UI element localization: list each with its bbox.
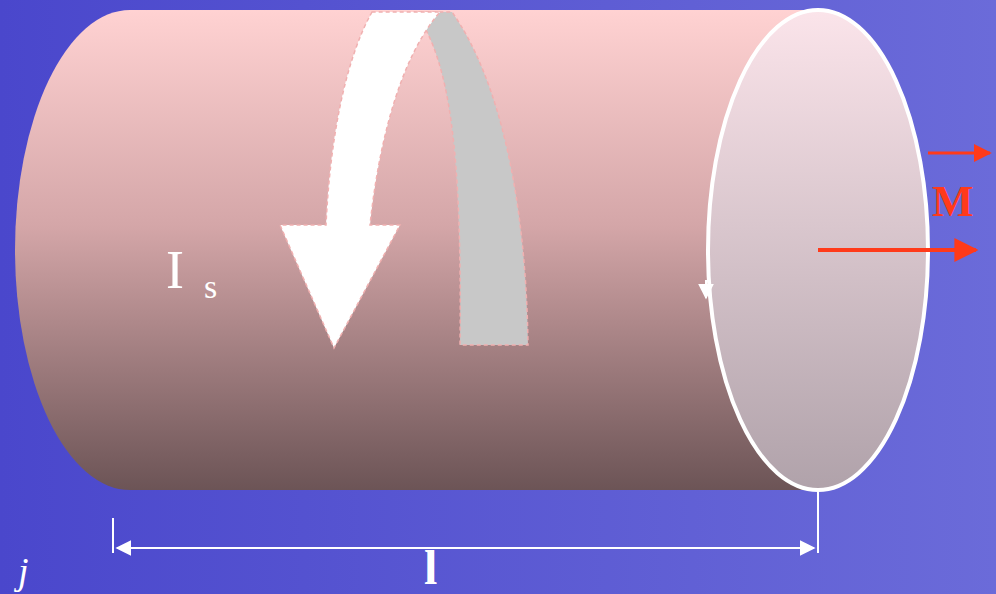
cylinder-body xyxy=(15,10,818,490)
length-label: l xyxy=(424,544,437,592)
vector-mark xyxy=(928,152,990,155)
dimension-line xyxy=(117,547,814,549)
current-subscript: s xyxy=(204,270,217,304)
dimension-tick xyxy=(112,518,114,553)
current-arrow xyxy=(280,12,440,348)
surface-current-arrow xyxy=(705,280,707,298)
dimension-tick xyxy=(817,490,819,553)
magnetization-label: M xyxy=(932,180,974,224)
index-symbol: j xyxy=(18,552,29,590)
magnetization-arrow xyxy=(818,248,976,252)
current-symbol: I xyxy=(166,243,184,297)
current-loop-back xyxy=(415,12,528,345)
